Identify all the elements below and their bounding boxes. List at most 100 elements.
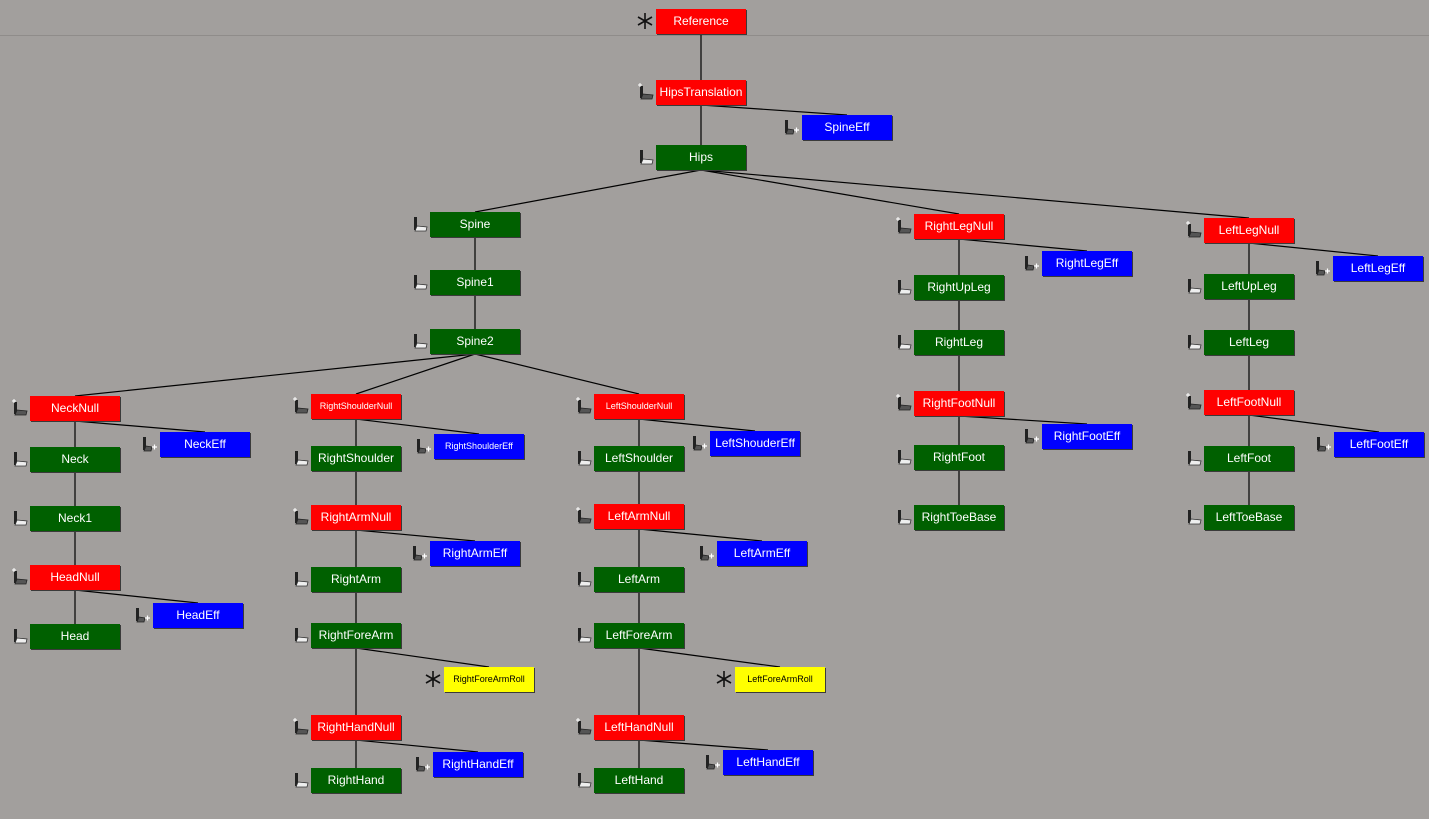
edge-LeftLegNull-LeftLegEff	[1248, 242, 1379, 257]
null-bone-icon	[1184, 221, 1202, 239]
node-rightfootnull[interactable]: RightFootNull	[914, 391, 1004, 416]
node-rightlegeff[interactable]: RightLegEff	[1042, 251, 1132, 276]
bone-icon	[1184, 449, 1202, 467]
bone-icon	[410, 273, 428, 291]
node-leftfootnull[interactable]: LeftFootNull	[1204, 390, 1294, 415]
bone-icon	[1184, 277, 1202, 295]
edge-Spine2-LeftShoulderNull	[474, 353, 640, 395]
effector-icon	[697, 544, 715, 562]
node-leftforearmroll[interactable]: LeftForeArmRoll	[735, 667, 825, 692]
null-bone-icon	[10, 399, 28, 417]
node-leftfooteff[interactable]: LeftFootEff	[1334, 432, 1424, 457]
node-rightforearmroll[interactable]: RightForeArmRoll	[444, 667, 534, 692]
node-rightarmnull[interactable]: RightArmNull	[311, 505, 401, 530]
bone-icon	[10, 509, 28, 527]
node-lefthandeff[interactable]: LeftHandEff	[723, 750, 813, 775]
node-righttoebase[interactable]: RightToeBase	[914, 505, 1004, 530]
edge-NeckNull-NeckEff	[74, 420, 206, 433]
node-headeff[interactable]: HeadEff	[153, 603, 243, 628]
node-leftarmeff[interactable]: LeftArmEff	[717, 541, 807, 566]
node-rightshouldereff[interactable]: RightShoulderEff	[434, 434, 524, 459]
node-spine2[interactable]: Spine2	[430, 329, 520, 354]
node-rightshoulder[interactable]: RightShoulder	[311, 446, 401, 471]
edge-Spine2-NeckNull	[74, 353, 476, 397]
effector-icon	[703, 753, 721, 771]
node-spineeff[interactable]: SpineEff	[802, 115, 892, 140]
node-hipstranslation[interactable]: HipsTranslation	[656, 80, 746, 105]
node-spine1[interactable]: Spine1	[430, 270, 520, 295]
node-neckeff[interactable]: NeckEff	[160, 432, 250, 457]
node-righthandnull[interactable]: RightHandNull	[311, 715, 401, 740]
node-reference[interactable]: Reference	[656, 9, 746, 34]
edge-RightForeArm-RightForeArmRoll	[355, 647, 490, 668]
edge-Spine2-RightShoulderNull	[355, 353, 476, 395]
null-bone-icon	[291, 508, 309, 526]
edge-RightShoulderNull-RightShoulderEff	[355, 418, 480, 435]
node-rightforearm[interactable]: RightForeArm	[311, 623, 401, 648]
node-rightupleg[interactable]: RightUpLeg	[914, 275, 1004, 300]
node-leftshoudereff[interactable]: LeftShouderEff	[710, 431, 800, 456]
bone-icon	[291, 626, 309, 644]
effector-icon	[782, 118, 800, 136]
marker-asterisk-icon	[424, 670, 442, 688]
effector-icon	[1022, 427, 1040, 445]
bone-icon	[10, 450, 28, 468]
node-neck1[interactable]: Neck1	[30, 506, 120, 531]
edge-RightArmNull-RightArmEff	[355, 529, 476, 542]
bone-icon	[410, 332, 428, 350]
node-lefthandnull[interactable]: LeftHandNull	[594, 715, 684, 740]
null-bone-icon	[574, 507, 592, 525]
edge-LeftHandNull-LeftHandEff	[638, 739, 769, 751]
null-bone-icon	[1184, 393, 1202, 411]
node-rightfoot[interactable]: RightFoot	[914, 445, 1004, 470]
node-leftlegnull[interactable]: LeftLegNull	[1204, 218, 1294, 243]
node-neck[interactable]: Neck	[30, 447, 120, 472]
effector-icon	[414, 437, 432, 455]
node-rightfooteff[interactable]: RightFootEff	[1042, 424, 1132, 449]
node-righthand[interactable]: RightHand	[311, 768, 401, 793]
node-leftlegeff[interactable]: LeftLegEff	[1333, 256, 1423, 281]
effector-icon	[133, 606, 151, 624]
node-righthandeff[interactable]: RightHandEff	[433, 752, 523, 777]
node-leftleg[interactable]: LeftLeg	[1204, 330, 1294, 355]
node-head[interactable]: Head	[30, 624, 120, 649]
edge-LeftArmNull-LeftArmEff	[638, 528, 763, 542]
node-leftarm[interactable]: LeftArm	[594, 567, 684, 592]
node-necknull[interactable]: NeckNull	[30, 396, 120, 421]
bone-icon	[894, 508, 912, 526]
node-headnull[interactable]: HeadNull	[30, 565, 120, 590]
node-rightshouldernull[interactable]: RightShoulderNull	[311, 394, 401, 419]
bone-icon	[894, 278, 912, 296]
bone-icon	[410, 215, 428, 233]
bone-icon	[574, 449, 592, 467]
node-leftshoulder[interactable]: LeftShoulder	[594, 446, 684, 471]
node-lefttoebase[interactable]: LeftToeBase	[1204, 505, 1294, 530]
node-leftarmnull[interactable]: LeftArmNull	[594, 504, 684, 529]
node-lefthand[interactable]: LeftHand	[594, 768, 684, 793]
null-bone-icon	[636, 83, 654, 101]
effector-icon	[1313, 259, 1331, 277]
node-rightarm[interactable]: RightArm	[311, 567, 401, 592]
node-leftfoot[interactable]: LeftFoot	[1204, 446, 1294, 471]
edge-LeftShoulderNull-LeftShouderEff	[638, 418, 756, 432]
marker-asterisk-icon	[636, 12, 654, 30]
effector-icon	[690, 434, 708, 452]
node-rightleg[interactable]: RightLeg	[914, 330, 1004, 355]
null-bone-icon	[574, 718, 592, 736]
effector-icon	[1022, 254, 1040, 272]
node-rightarmeff[interactable]: RightArmEff	[430, 541, 520, 566]
edge-HeadNull-HeadEff	[74, 589, 199, 604]
edge-HipsTranslation-SpineEff	[700, 104, 848, 116]
null-bone-icon	[291, 718, 309, 736]
node-rightlegnull[interactable]: RightLegNull	[914, 214, 1004, 239]
node-spine[interactable]: Spine	[430, 212, 520, 237]
effector-icon	[410, 544, 428, 562]
edge-LeftForeArm-LeftForeArmRoll	[638, 647, 781, 668]
node-leftupleg[interactable]: LeftUpLeg	[1204, 274, 1294, 299]
node-hips[interactable]: Hips	[656, 145, 746, 170]
bone-icon	[291, 570, 309, 588]
effector-icon	[413, 755, 431, 773]
node-leftforearm[interactable]: LeftForeArm	[594, 623, 684, 648]
node-leftshouldernull[interactable]: LeftShoulderNull	[594, 394, 684, 419]
effector-icon	[140, 435, 158, 453]
